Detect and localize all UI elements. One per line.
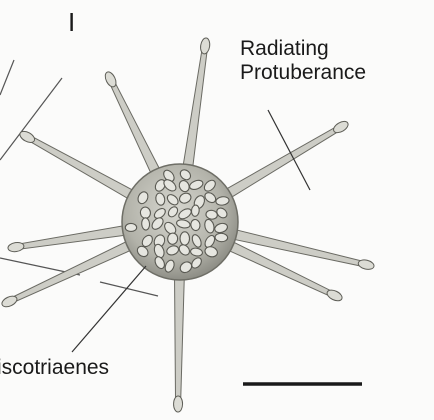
protuberance-tip (173, 396, 182, 412)
protuberance-shaft (227, 228, 363, 266)
radiating-label-line-1: Radiating (240, 37, 366, 61)
protuberance-shaft (19, 224, 132, 249)
discotriaene-plate (180, 232, 189, 245)
discotriaene-plate (125, 223, 136, 231)
protuberance-tip (200, 37, 211, 54)
radiating-protuberance-label: Radiating Protuberance (240, 37, 366, 85)
protuberance-shaft (220, 127, 339, 202)
discotriaenes-leader-line (72, 266, 146, 352)
protuberance-tip (357, 258, 375, 270)
discotriaene-plate (215, 233, 228, 242)
radiating-label-line-2: Protuberance (240, 61, 366, 85)
panel-label: I (68, 10, 75, 34)
protuberance-shaft (182, 50, 207, 175)
protuberance-shaft (174, 271, 184, 400)
protuberance-shaft (29, 137, 139, 203)
central-body (122, 164, 238, 280)
protuberance-shaft (110, 82, 163, 180)
left-leader-lines (0, 60, 158, 296)
protuberance-tip (7, 241, 24, 252)
discotriaene-plate (141, 218, 150, 231)
discotriaenes-label: iscotriaenes (0, 356, 109, 380)
